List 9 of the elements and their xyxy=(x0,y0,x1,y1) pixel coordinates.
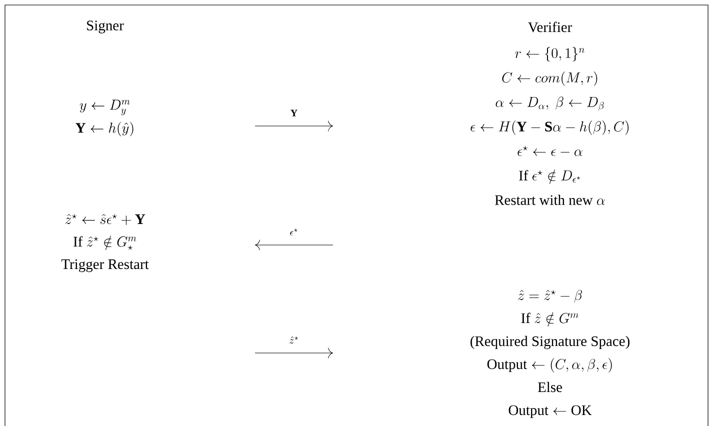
column-heading: Verifier xyxy=(528,22,572,32)
step-text: $y \leftarrow D_y^m$ $\mathbf{Y} \leftarrow h(\hat{y})$ xyxy=(76,100,134,136)
arrow-label: $\hat{z}^\star$ xyxy=(290,336,298,344)
step-text: $\hat{z}^\star \leftarrow \hat{s}\epsilon^\star + \mathbf{Y}$ $\text{If } \hat{z}^\star \notin G_\star^m$ $\text{Trigger Restart}$ xyxy=(61,214,149,272)
arrow-label: $\epsilon^\star$ xyxy=(290,228,298,236)
arrow-label: $\mathbf{Y}$ xyxy=(290,110,298,116)
column-heading: Signer xyxy=(87,20,124,34)
step-text: $\hat{z} = \hat{z}^\star - \beta$ $\text{If } \hat{z} \notin G^m$ $\text{(Required Signature Space)}$ $\text{Output} \leftarrow (C, \alpha, \beta, \epsilon)$ $\text{Else}$ $\text{Output} \leftarrow \text{OK}$ xyxy=(470,290,630,418)
step-text: $r \leftarrow \{0,1\}^n$ $C \leftarrow com(M,r)$ $\alpha \leftarrow D_\alpha,\ \beta \leftarrow D_\beta$ $\epsilon \leftarrow H(\mathbf{Y} - \mathbf{S}\alpha - h(\beta), C)$ $\epsilon^\star \leftarrow \epsilon - \alpha$ $\text{If } \epsilon^\star \notin D_{\epsilon^\star}$ $\text{Restart with new } \alpha$ xyxy=(470,47,629,205)
